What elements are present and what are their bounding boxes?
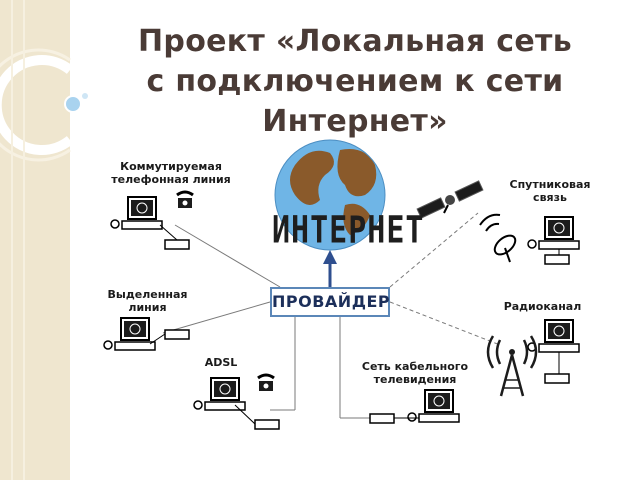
satellite-icon <box>416 180 484 219</box>
computer-icon <box>103 317 156 351</box>
title-line-1: Проект «Локальная сеть <box>138 24 572 59</box>
modem-icon <box>164 239 190 250</box>
label-dialup: Коммутируемая телефонная линия <box>111 160 231 186</box>
radio-tower-icon <box>486 335 538 397</box>
computer-icon <box>193 377 246 411</box>
dish-icon <box>479 213 517 263</box>
modem-icon <box>544 373 570 384</box>
modem-icon <box>544 254 570 265</box>
globe-icon <box>274 139 386 251</box>
arrow-up <box>323 250 337 287</box>
phone-icon <box>257 373 275 391</box>
computer-icon <box>110 196 163 230</box>
title-line-2: с подключением к сети <box>146 64 564 99</box>
sidebar-decoration <box>0 0 88 480</box>
modem-icon <box>254 419 280 430</box>
modem-icon <box>164 329 190 340</box>
label-satellite: Спутниковая связь <box>509 178 591 204</box>
slide-title: Проект «Локальная сеть с подключением к … <box>70 22 640 142</box>
label-cable: Сеть кабельного телевидения <box>361 360 469 386</box>
computer-icon <box>407 389 460 423</box>
internet-label: ИНТЕРНЕТ <box>272 208 425 253</box>
modem-icon <box>369 413 395 424</box>
label-radio: Радиоканал <box>503 300 582 313</box>
connection-lines <box>162 224 370 419</box>
label-adsl: ADSL <box>204 356 238 369</box>
provider-box: ПРОВАЙДЕР <box>270 287 390 317</box>
label-leased: Выделенная линия <box>107 288 188 314</box>
computer-icon <box>527 319 580 353</box>
phone-icon <box>176 190 194 208</box>
computer-icon <box>527 216 580 250</box>
wireless-lines <box>389 212 501 346</box>
title-line-3: Интернет» <box>262 104 448 139</box>
